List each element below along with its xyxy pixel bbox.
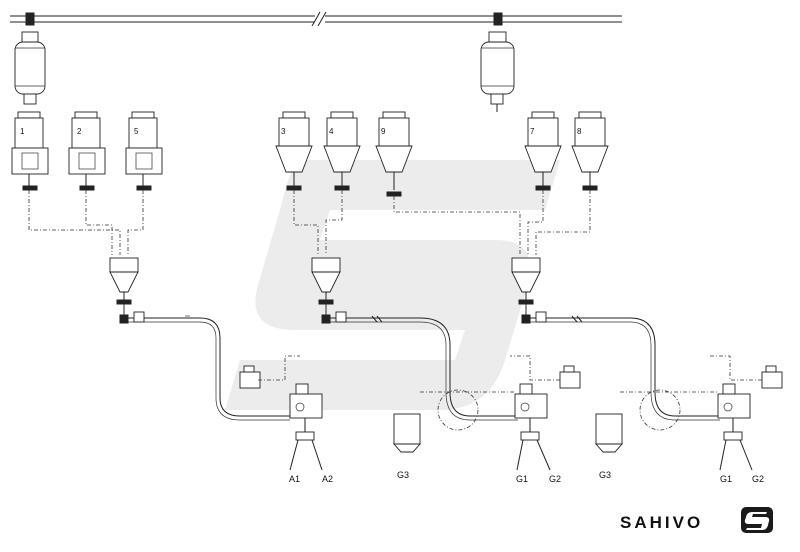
silo-7 bbox=[524, 111, 562, 191]
silo-number: 2 bbox=[77, 127, 82, 136]
conveying-line-a bbox=[119, 304, 290, 421]
brand-block: SAHIVO bbox=[620, 507, 773, 533]
side-outlet-label: G3 bbox=[397, 470, 409, 480]
hoist-container-left bbox=[14, 12, 46, 105]
silo-number: 1 bbox=[20, 127, 25, 136]
silo-group-3: 7 8 bbox=[524, 111, 609, 191]
intermediate-hopper-3 bbox=[511, 257, 541, 305]
silo-8 bbox=[571, 111, 609, 191]
silo-number: 9 bbox=[381, 127, 386, 136]
hoist-container-right bbox=[480, 12, 515, 112]
watermark-logo bbox=[225, 160, 560, 410]
silo-number: 4 bbox=[329, 127, 334, 136]
overhead-rail bbox=[10, 11, 622, 27]
feed-lines bbox=[28, 190, 591, 255]
silo-number: 7 bbox=[530, 127, 535, 136]
silo-number: 8 bbox=[577, 127, 582, 136]
intermediate-hopper-2 bbox=[311, 257, 341, 305]
silo-1 bbox=[11, 111, 49, 191]
silo-5 bbox=[125, 111, 163, 191]
conveying-line-c bbox=[521, 304, 720, 421]
silo-4 bbox=[323, 111, 361, 191]
outlet-label: G1 bbox=[516, 474, 528, 484]
silo-number: 5 bbox=[134, 127, 139, 136]
silo-group-1: 1 2 5 bbox=[11, 111, 163, 191]
outlet-label: G1 bbox=[720, 474, 732, 484]
brand-name: SAHIVO bbox=[620, 513, 703, 532]
outlet-label: G2 bbox=[549, 474, 561, 484]
conveying-line-b bbox=[321, 304, 518, 421]
side-outlet-label: G3 bbox=[599, 470, 611, 480]
outlet-label: A1 bbox=[289, 474, 300, 484]
intermediate-hopper-1 bbox=[109, 257, 139, 305]
silo-3 bbox=[275, 111, 313, 191]
silo-9 bbox=[375, 111, 413, 197]
silo-group-2: 3 4 9 bbox=[275, 111, 413, 197]
mixing-station-b: G3 G1 G2 bbox=[393, 355, 581, 484]
silo-2 bbox=[68, 111, 106, 191]
mixing-station-c: G3 G1 G2 bbox=[595, 355, 783, 484]
silo-number: 3 bbox=[281, 127, 286, 136]
sahivo-s-logo-icon bbox=[741, 507, 773, 533]
outlet-label: G2 bbox=[752, 474, 764, 484]
outlet-label: A2 bbox=[322, 474, 333, 484]
mixing-station-a: A1 A2 bbox=[239, 355, 333, 484]
